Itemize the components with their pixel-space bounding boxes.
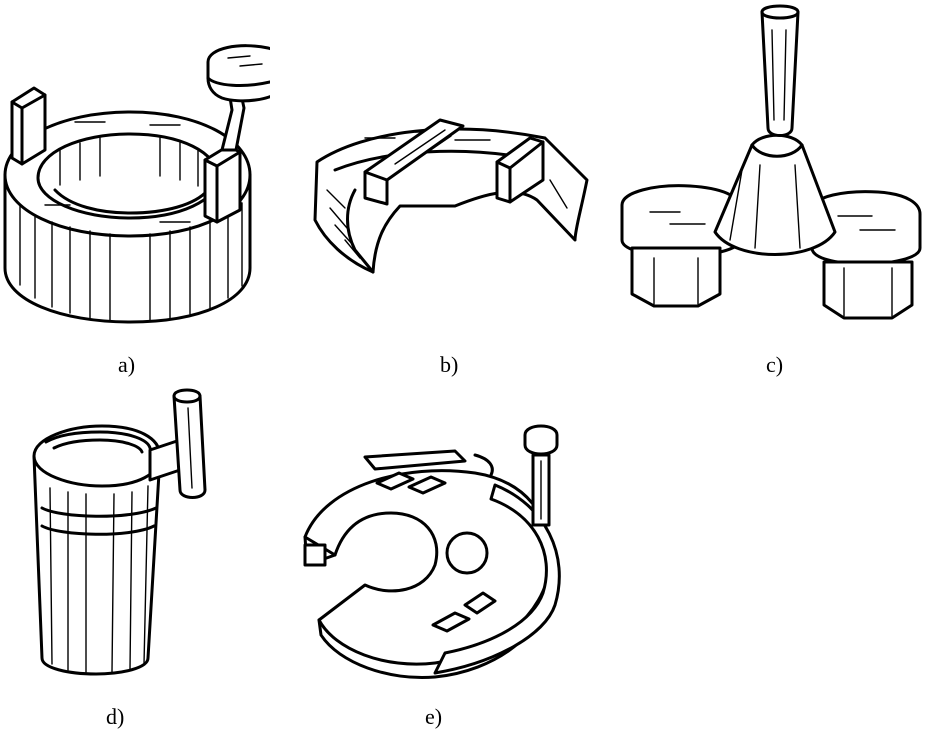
panel-e-drawing: [303, 424, 561, 680]
caption-c: c): [766, 352, 784, 377]
caption-b: b): [440, 352, 459, 377]
panel-d-drawing: [32, 388, 207, 676]
caption-a: a): [118, 352, 136, 377]
panel-c-drawing: [620, 4, 922, 320]
panel-a-drawing: [3, 44, 270, 324]
panel-b-drawing: [313, 118, 589, 274]
caption-d: d): [106, 704, 125, 729]
caption-e: e): [425, 704, 443, 729]
